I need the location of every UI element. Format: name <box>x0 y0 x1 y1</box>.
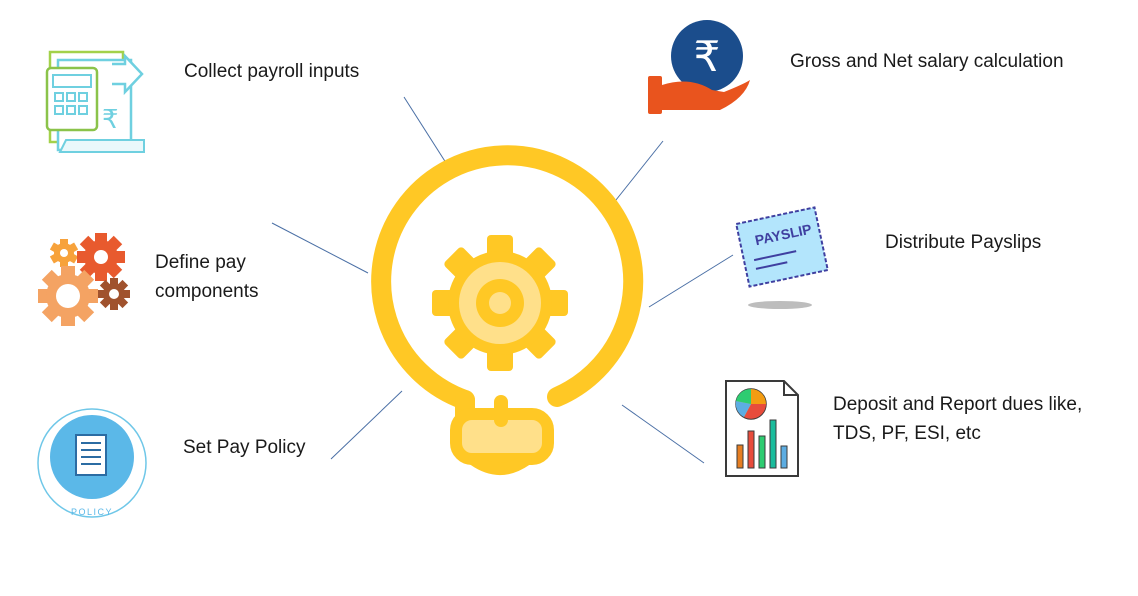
hand-rupee-icon: ₹ <box>648 20 750 114</box>
label-set-pay-policy: Set Pay Policy <box>183 433 306 462</box>
lightbulb-gear-icon <box>371 145 644 475</box>
connector-gross <box>607 140 664 211</box>
label-policy-line1: Set Pay Policy <box>183 437 306 458</box>
label-distribute-payslips: Distribute Payslips <box>885 228 1041 257</box>
label-collect-payroll-inputs: Collect payroll inputs <box>184 57 359 86</box>
calculator-rupee-icon: ₹ <box>45 50 145 153</box>
label-deposit-line2: TDS, PF, ESI, etc <box>833 423 981 444</box>
label-deposit-line1: Deposit and Report dues like, <box>833 394 1083 415</box>
label-define-pay-components: Define pay components <box>155 248 259 306</box>
policy-badge-text: POLICY <box>71 507 113 517</box>
svg-text:₹: ₹ <box>102 105 119 135</box>
payslip-ticket-icon: PAYSLIP <box>735 206 829 309</box>
connector-deposit <box>621 404 705 464</box>
connector-policy <box>330 390 403 460</box>
policy-document-icon: POLICY <box>37 408 147 518</box>
gears-icon <box>38 233 130 326</box>
label-define-line2: components <box>155 281 259 302</box>
label-collect-line1: Collect payroll inputs <box>184 61 360 82</box>
report-charts-icon <box>725 380 799 477</box>
label-gross-net-salary: Gross and Net salary calculation <box>790 47 1064 76</box>
label-deposit-report-dues: Deposit and Report dues like, TDS, PF, E… <box>833 390 1082 448</box>
label-payslip-line1: Distribute Payslips <box>885 232 1042 253</box>
label-gross-line1: Gross and Net salary calculation <box>790 51 1064 72</box>
connector-payslip <box>648 254 734 308</box>
connector-define <box>271 222 369 274</box>
rupee-symbol: ₹ <box>694 32 721 81</box>
label-define-line1: Define pay <box>155 252 246 273</box>
